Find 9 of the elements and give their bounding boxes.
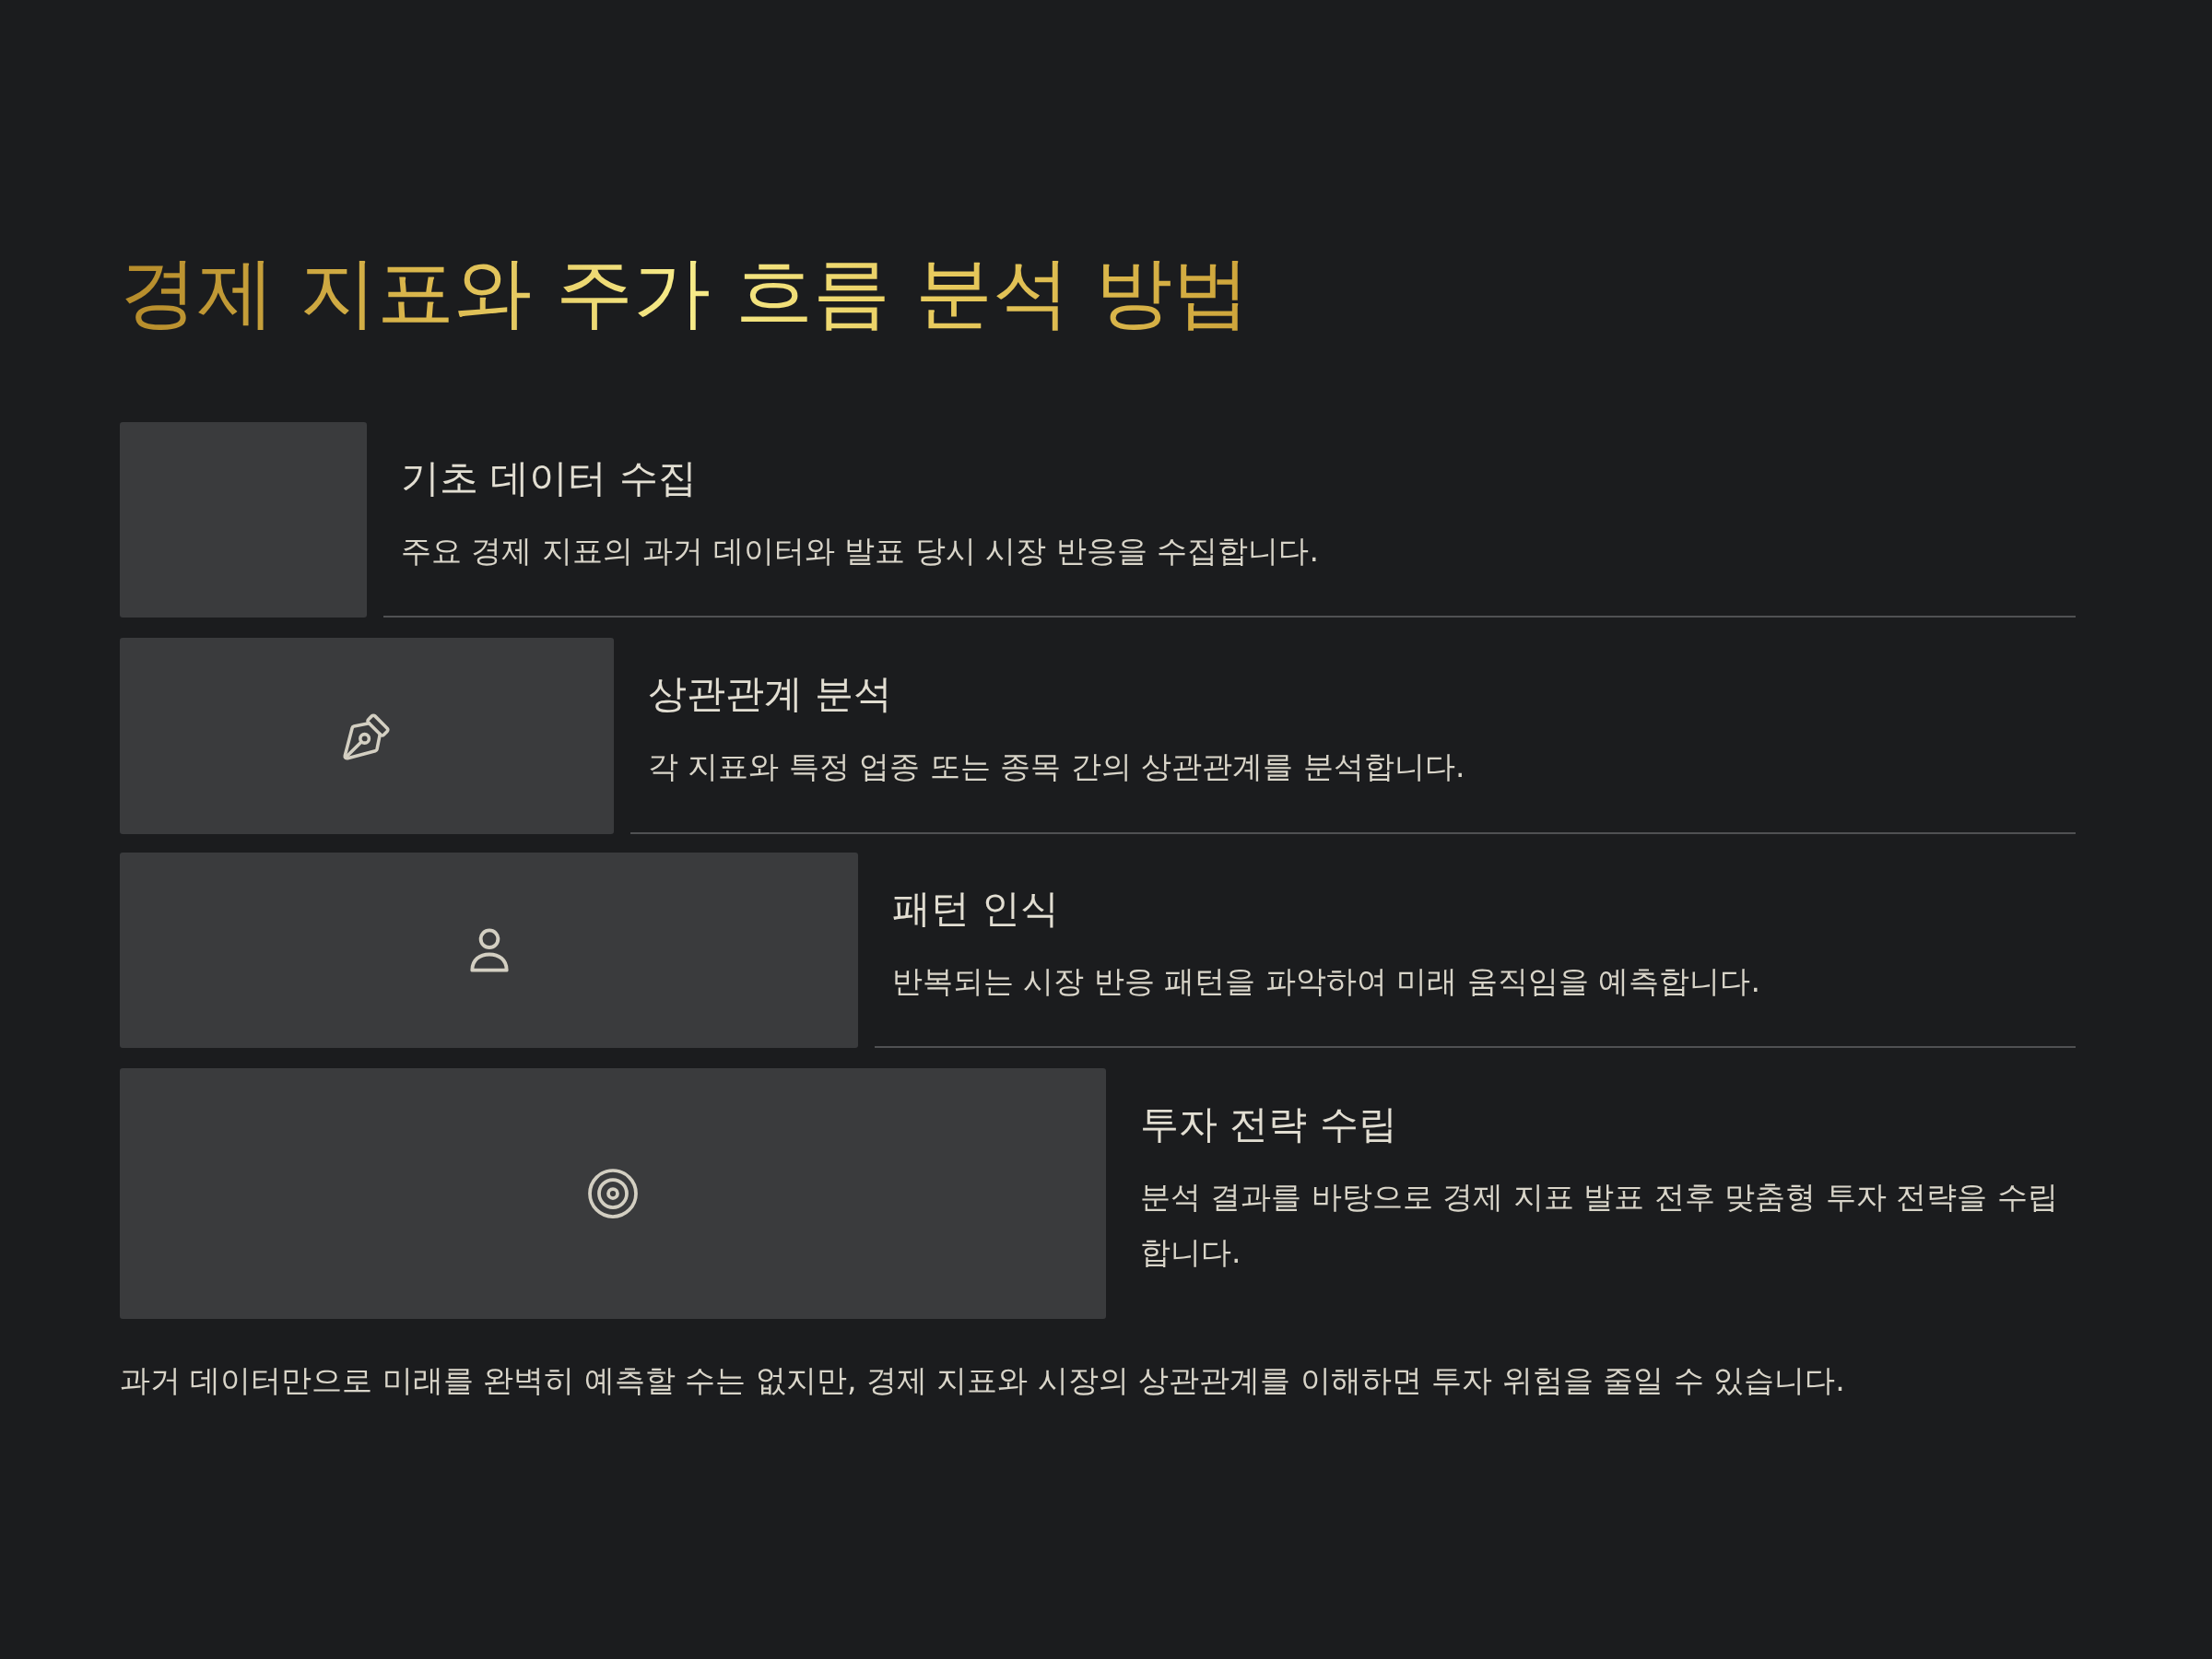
step-heading: 투자 전략 수립 <box>1140 1100 1398 1148</box>
step-heading: 기초 데이터 수집 <box>401 454 698 502</box>
step-heading: 패턴 인식 <box>892 885 1061 933</box>
step-description: 분석 결과를 바탕으로 경제 지표 발표 전후 맞춤형 투자 전략을 수립합니다. <box>1140 1178 2059 1272</box>
step-description: 주요 경제 지표의 과거 데이터와 발표 당시 시장 반응을 수집합니다. <box>401 532 1320 571</box>
step-description: 반복되는 시장 반응 패턴을 파악하여 미래 움직임을 예측합니다. <box>892 962 1761 1001</box>
caption: 과거 데이터만으로 미래를 완벽히 예측할 수는 없지만, 경제 지표와 시장의 상관관계를 이해하면 투자 위험을 줄일 수 있습니다. <box>120 1361 1845 1400</box>
step-heading: 상관관계 분석 <box>648 670 894 718</box>
step-description: 각 지표와 특정 업종 또는 종목 간의 상관관계를 분석합니다. <box>648 747 1466 786</box>
